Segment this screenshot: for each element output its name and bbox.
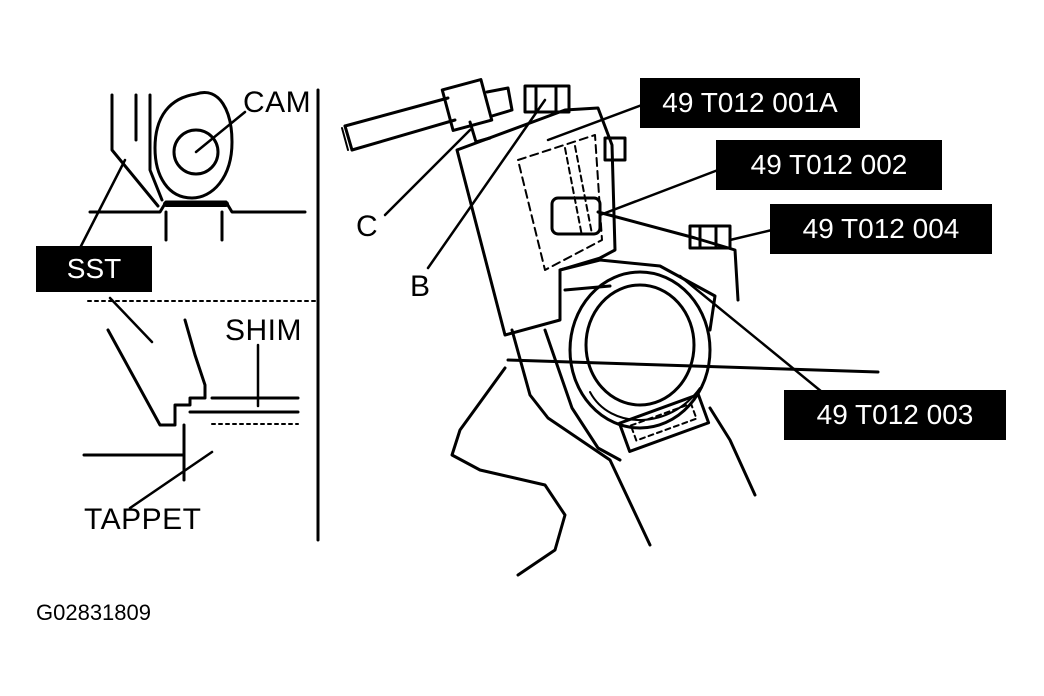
part-number-001a-box: 49 T012 001A: [640, 78, 860, 128]
tool-body: [455, 106, 617, 337]
figure-id: G02831809: [36, 600, 151, 625]
bolt-b: [523, 84, 571, 114]
sst-label-box: SST: [36, 246, 152, 292]
callout-b-label: B: [410, 270, 431, 303]
callout-leaders: [383, 98, 824, 394]
tappet-ring-outer: [568, 270, 712, 430]
right-main-drawing: [341, 78, 880, 577]
tappet-ring-inner: [584, 283, 696, 407]
part-number-001a: 49 T012 001A: [662, 87, 838, 118]
sst-label: SST: [66, 253, 122, 284]
part-number-002: 49 T012 002: [750, 149, 908, 180]
shim-label: SHIM: [225, 314, 302, 347]
callout-c-label: C: [356, 210, 379, 243]
part-number-004-box: 49 T012 004: [770, 204, 992, 254]
cam-label: CAM: [243, 86, 312, 119]
tappet-label: TAPPET: [84, 503, 202, 536]
part-number-003: 49 T012 003: [816, 399, 974, 430]
camshaft: [172, 128, 220, 176]
part-number-004: 49 T012 004: [802, 213, 960, 244]
part-number-002-box: 49 T012 002: [716, 140, 942, 190]
left-inset-drawing: [78, 88, 320, 542]
part-number-003-box: 49 T012 003: [784, 390, 1006, 440]
cam-lobe: [153, 91, 234, 200]
